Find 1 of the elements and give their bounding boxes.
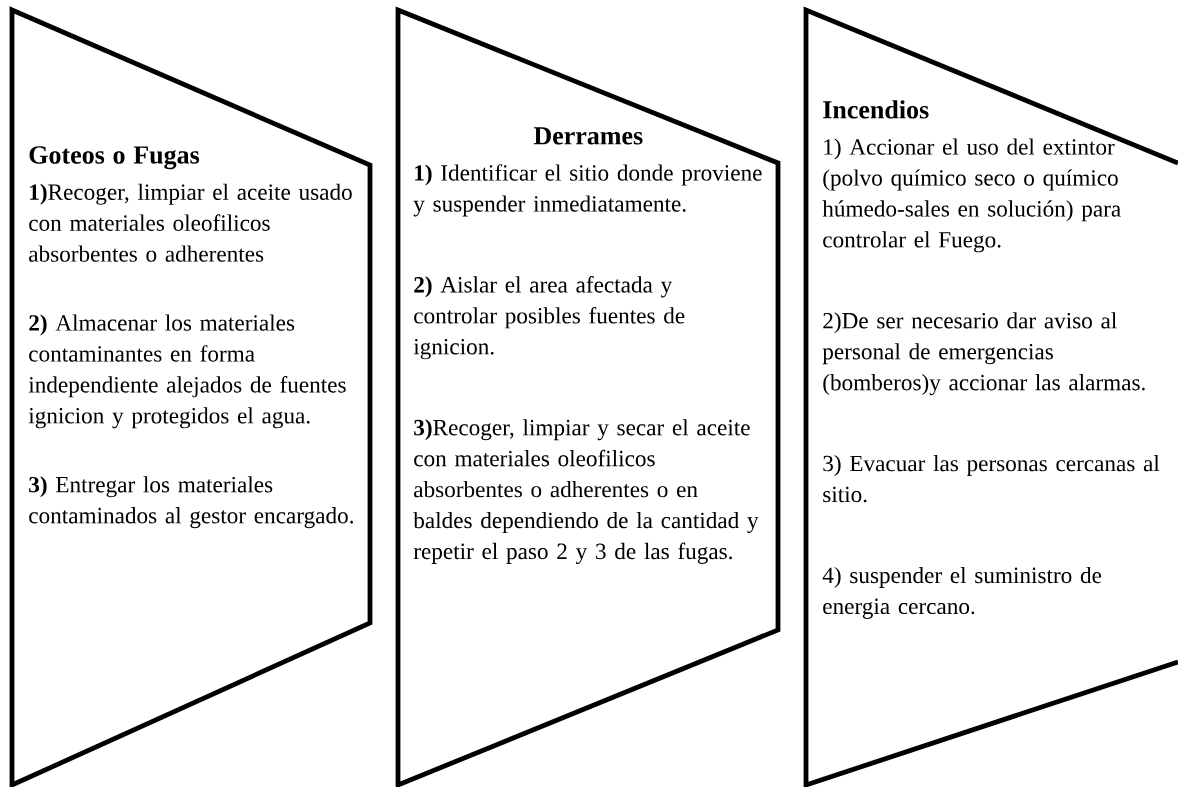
chevron-box: Incendios 1) Accionar el uso del extintor (polvo químico seco o químico húmedo-sales en solución) para controlar el Fuego. 2)De ser necesario dar aviso al personal de emergencias (bomberos)y accionar las alarmas. 3) Evacuar las personas cercanas al sitio. 4) suspender el suministro de energia cercano. — [803, 6, 1178, 787]
